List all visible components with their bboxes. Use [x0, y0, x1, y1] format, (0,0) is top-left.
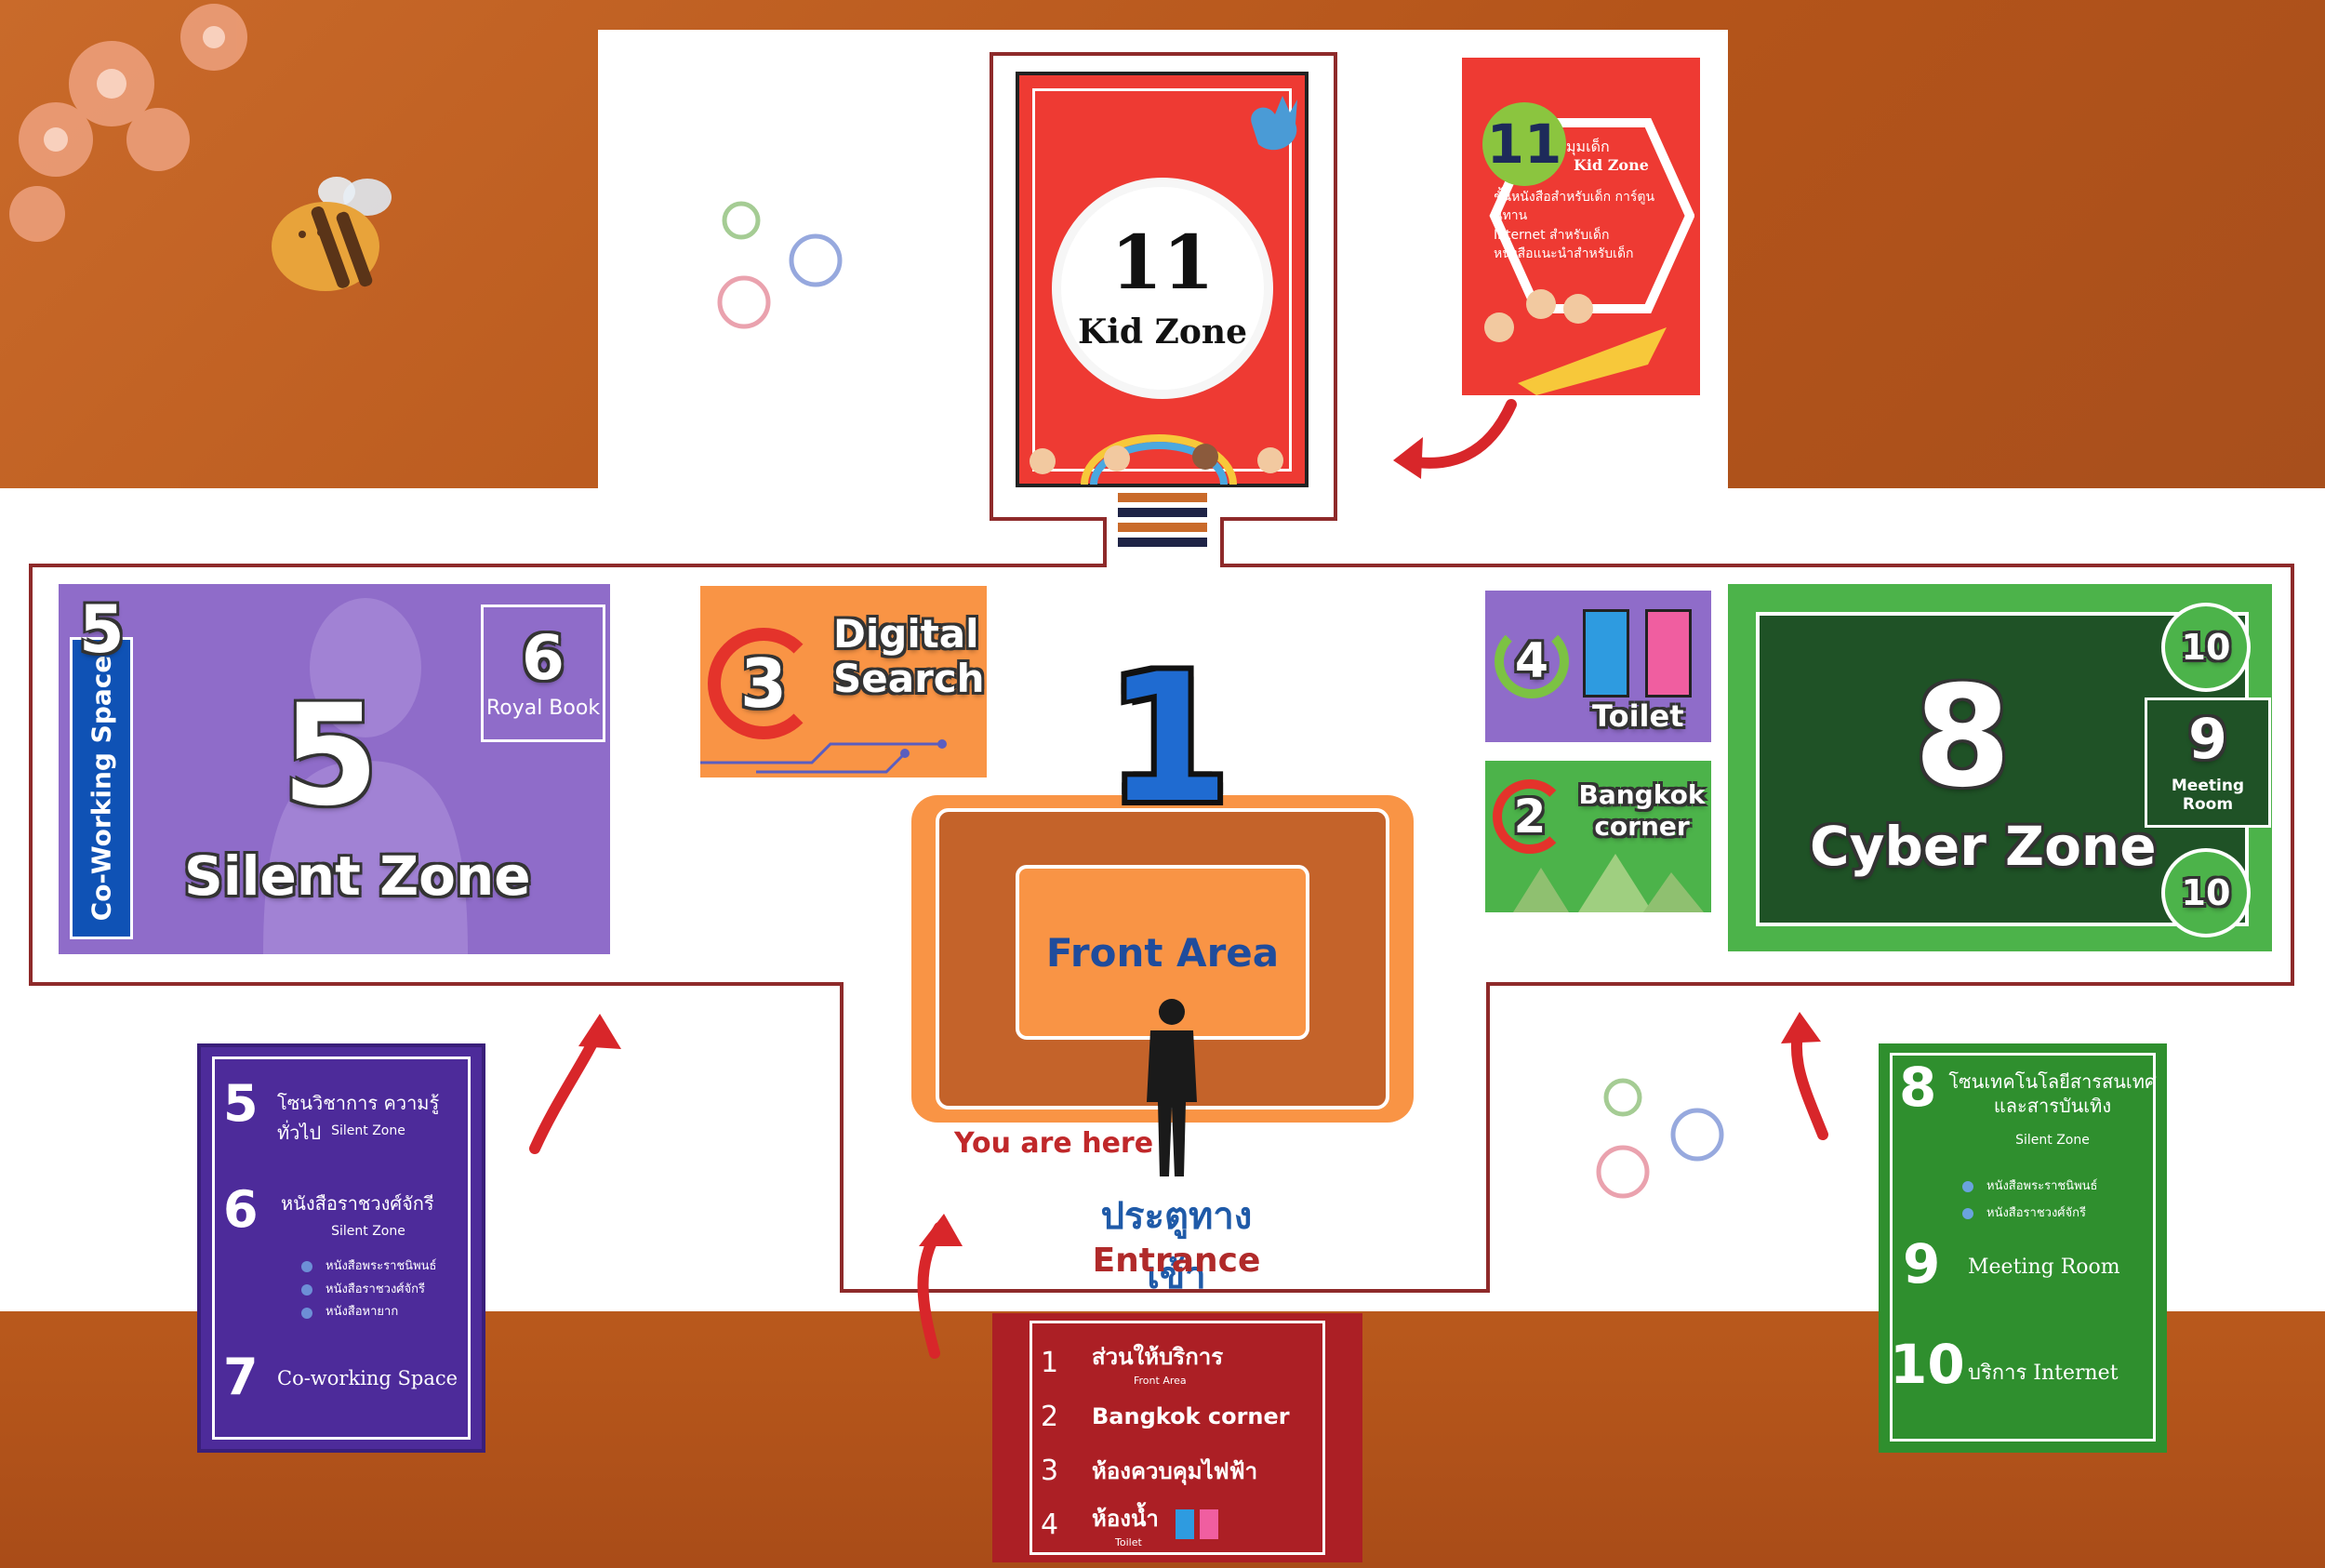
you-are-here-label: You are here: [954, 1127, 1154, 1160]
legend-row: 3 ห้องควบคุมไฟฟ้า: [1041, 1454, 1258, 1487]
front-area-number: 1: [1107, 636, 1230, 842]
toilet-door-icon: [1199, 1509, 1218, 1539]
legend-zone-thai: หนังสือราชวงศ์จักรี: [281, 1192, 434, 1215]
legend-item: หนังสือพระราชนิพนธ์: [326, 1259, 437, 1273]
toilet-label: Toilet: [1592, 698, 1684, 734]
legend-zone-en: Silent Zone: [2015, 1133, 2090, 1148]
toilet-badge: 4: [1495, 624, 1569, 698]
legend-item: หนังสือราชวงศ์จักรี: [1986, 1205, 2087, 1220]
legend-zone-en: Silent Zone: [331, 1224, 405, 1239]
internet-badge-bottom: 10: [2161, 848, 2251, 937]
digital-search-number: 3: [739, 644, 788, 723]
kid-sign-thai-title: มุมเด็ก: [1566, 138, 1610, 155]
coworking-space-label: Co-Working Space: [70, 637, 133, 939]
toilet-zone[interactable]: 4 Toilet: [1485, 591, 1711, 742]
legend-zone-en: Co-working Space: [277, 1367, 458, 1389]
kid-sign-items: ชั้นหนังสือสำหรับเด็ก การ์ตูน นิทาน Inte…: [1494, 188, 1670, 263]
legend-zone-thai: โซนเทคโนโลยีสารสนเทศ และสารบันเทิง: [1948, 1070, 2157, 1117]
kid-zone-card[interactable]: 11 Kid Zone: [1016, 72, 1309, 487]
cyber-zone-title: Cyber Zone: [1810, 815, 2157, 878]
toilet-door-icon: [1175, 1509, 1194, 1539]
digital-search-title: Digital Search: [833, 611, 985, 702]
bangkok-corner-badge: 2: [1493, 779, 1567, 854]
silent-zone-number: 5: [282, 675, 379, 837]
kid-zone-sign: 11 มุมเด็ก Kid Zone ชั้นหนังสือสำหรับเด็…: [1462, 58, 1700, 395]
royal-book-number: 6: [522, 621, 565, 694]
kids-illustration: [1030, 434, 1283, 485]
kid-sign-number: 11: [1486, 113, 1562, 176]
person-silhouette: [263, 598, 468, 954]
circuit-lines: [700, 739, 947, 774]
kid-sign-item: หนังสือแนะนำสำหรับเด็ก: [1494, 246, 1634, 261]
cyber-zone[interactable]: 8 Cyber Zone 10 9 Meeting Room 10: [1728, 584, 2272, 951]
meeting-room-box[interactable]: 9 Meeting Room: [2145, 698, 2271, 828]
legend-item: หนังสือราชวงศ์จักรี: [326, 1282, 426, 1296]
legend-zone-en: บริการ Internet: [1968, 1362, 2119, 1385]
royal-book-box[interactable]: 6 Royal Book: [481, 605, 605, 742]
internet-badge-top: 10: [2161, 603, 2251, 692]
kid-zone-number: 11: [1110, 219, 1215, 306]
temple-illustration: [1513, 854, 1704, 912]
bangkok-corner-number: 2: [1513, 790, 1547, 844]
legend-number: 5: [223, 1074, 259, 1133]
hexagon-frame: [1489, 118, 1694, 313]
legend-item: หนังสือพระราชนิพนธ์: [1986, 1179, 2098, 1193]
legend-zone-en: Silent Zone: [331, 1123, 405, 1138]
legend-zone-en: Meeting Room: [1968, 1256, 2120, 1279]
legend-zone-thai: โซนวิชาการ ความรู้ทั่วไป: [277, 1092, 440, 1144]
right-legend-sign: 8 โซนเทคโนโลยีสารสนเทศ และสารบันเทิง Sil…: [1879, 1043, 2167, 1453]
entrance-en-label: Entrance: [1092, 1242, 1261, 1280]
legend-row: 2 Bangkok corner: [1041, 1400, 1290, 1433]
toilet-door-icon: [1645, 609, 1692, 698]
kid-sign-en-title: Kid Zone: [1574, 156, 1649, 174]
digital-search-badge: 3: [708, 628, 819, 739]
legend-number: 10: [1890, 1333, 1965, 1396]
bee-icon: [272, 177, 392, 291]
digital-search-zone[interactable]: 3 Digital Search: [700, 586, 987, 777]
legend-item-list: หนังสือพระราชนิพนธ์ หนังสือราชวงศ์จักรี …: [301, 1256, 436, 1324]
coworking-number: 5: [79, 591, 125, 668]
bangkok-corner-zone[interactable]: 2 Bangkok corner: [1485, 761, 1711, 912]
legend-number: 8: [1899, 1056, 1937, 1119]
person-icon: [1147, 999, 1197, 1176]
front-area-label: Front Area: [1045, 929, 1280, 976]
toilet-door-icon: [1583, 609, 1629, 698]
front-area-box: Front Area: [1016, 865, 1309, 1040]
toilet-number: 4: [1514, 633, 1549, 689]
entrance-thai-label: ประตูทางเข้า: [1100, 1195, 1253, 1297]
hand-print-icon: [1251, 96, 1297, 151]
meeting-room-label: Meeting Room: [2171, 777, 2245, 814]
legend-number: 6: [223, 1180, 259, 1239]
kid-sign-badge: 11: [1482, 102, 1566, 186]
kid-zone-title: Kid Zone: [1077, 312, 1248, 352]
cyber-zone-number: 8: [1914, 657, 2012, 818]
kids-illustration: [1484, 289, 1667, 395]
legend-item: หนังสือหายาก: [326, 1305, 399, 1320]
royal-book-label: Royal Book: [485, 696, 601, 720]
bangkok-corner-title: Bangkok corner: [1578, 779, 1706, 842]
silent-zone-title: Silent Zone: [184, 844, 531, 908]
legend-item-list: หนังสือพระราชนิพนธ์ หนังสือราชวงศ์จักรี: [1962, 1174, 2097, 1227]
silent-zone[interactable]: Co-Working Space 5 6 Royal Book 5 Silent…: [59, 584, 610, 954]
kid-sign-item: ชั้นหนังสือสำหรับเด็ก การ์ตูน นิทาน: [1494, 190, 1655, 224]
legend-number: 7: [223, 1348, 259, 1406]
front-area-zone[interactable]: Front Area: [911, 795, 1414, 1123]
meeting-room-number: 9: [2188, 707, 2227, 772]
legend-number: 9: [1903, 1232, 1941, 1296]
kid-sign-item: Internet สำหรับเด็ก: [1494, 227, 1610, 243]
left-legend-sign: 5 โซนวิชาการ ความรู้ทั่วไป Silent Zone 6…: [197, 1043, 485, 1453]
kid-zone-circle: 11 Kid Zone: [1052, 178, 1273, 399]
